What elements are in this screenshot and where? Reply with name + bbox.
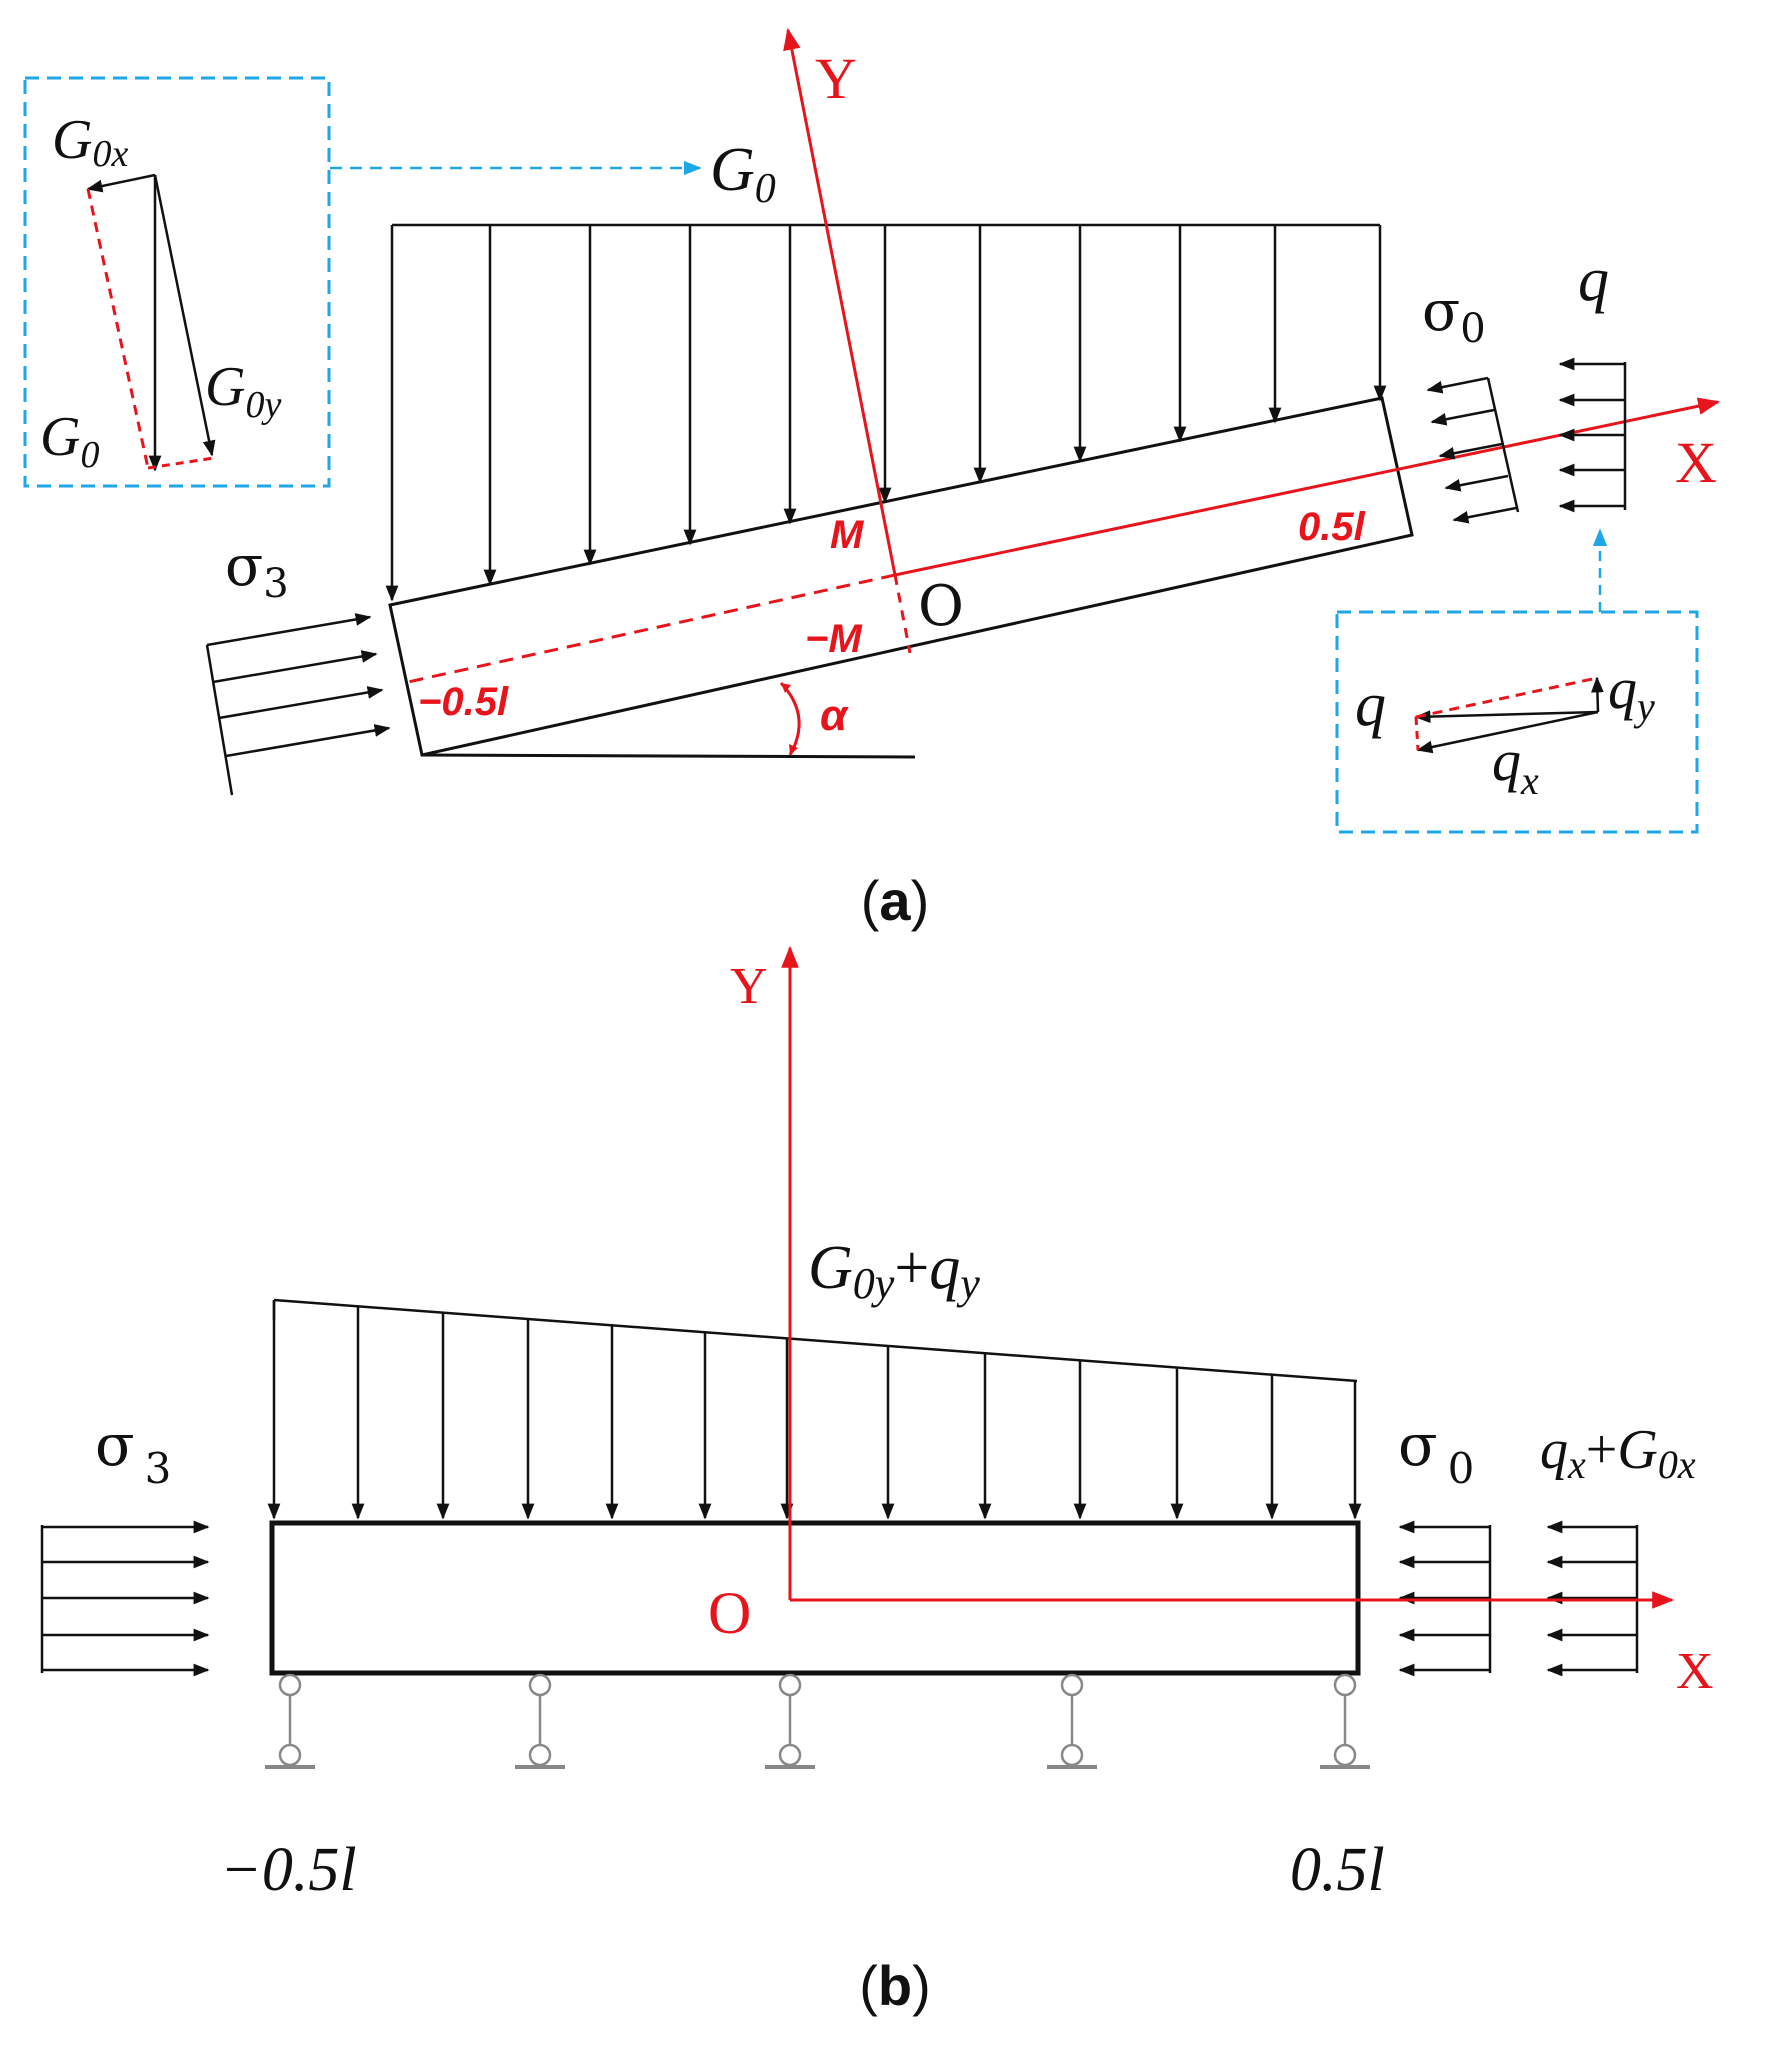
gravity-inset-box — [23, 76, 331, 488]
right-stress-arrows-a — [1426, 376, 1520, 524]
roller-support — [265, 1673, 315, 1769]
stress-arrow — [218, 686, 384, 720]
origin-label-a: O — [918, 574, 964, 639]
stress-arrow — [212, 650, 378, 684]
stress-arrow — [1430, 408, 1495, 426]
axes-b — [781, 945, 1675, 1609]
caption-b: (b) — [859, 1954, 931, 2017]
gravity-decomposition — [86, 173, 216, 472]
horizontal-reference-line — [421, 753, 916, 759]
left-end-label: −0.5l — [220, 1836, 357, 1904]
g0-inset-label: G0 — [40, 406, 99, 476]
q-decomposition — [1414, 676, 1604, 754]
left-stress-arrows-b — [40, 1520, 210, 1677]
horizontal-coal-body — [269, 1520, 1361, 1676]
origin-label-b: O — [708, 1580, 751, 1646]
y-axis-label-b: Y — [730, 958, 768, 1015]
g0y-label: G0y — [205, 356, 281, 426]
neg-half-length-label: −0.5l — [418, 680, 509, 724]
gravity-load-arrows — [385, 223, 1387, 602]
q-inset-box — [1335, 610, 1699, 834]
roller-support — [765, 1673, 815, 1769]
pos-half-length-label: 0.5l — [1298, 505, 1366, 549]
inclined-coal-body — [388, 396, 1414, 757]
stress-arrow — [1452, 506, 1517, 524]
right-load-label-b: qx+G0x — [1540, 1419, 1696, 1487]
x-axis-label-b: X — [1676, 1643, 1714, 1700]
q-inset-label: q — [1355, 671, 1386, 739]
y-axis-line — [783, 27, 897, 576]
right-load-arrows-a — [1558, 357, 1627, 513]
top-load-label-b: G0y+qy — [808, 1234, 980, 1308]
angle-arrowhead-bottom — [789, 744, 798, 755]
right-load-label-a: q — [1578, 246, 1609, 314]
caption-a: (a) — [861, 869, 929, 932]
negative-x-dashed — [407, 573, 896, 684]
angle-alpha-arc — [779, 681, 801, 756]
roller-supports — [265, 1673, 1370, 1769]
right-end-label: 0.5l — [1290, 1836, 1385, 1904]
stress-arrow — [1438, 442, 1503, 460]
left-stress-arrows-a — [205, 613, 391, 796]
point-neg-m-label: −M — [805, 617, 863, 661]
left-stress-label-a: σ3 — [225, 534, 289, 607]
x-axis-line — [894, 397, 1721, 577]
negative-y-dashed — [893, 574, 912, 654]
qy-label: qy — [1608, 656, 1655, 729]
panel-a: G0 Y X O M −M 0.5l −0.5l α σ3 σ0 q G0x G… — [23, 27, 1721, 932]
stress-arrow — [206, 613, 372, 647]
stress-arrow — [225, 724, 391, 758]
top-load-arrows-b — [267, 1298, 1362, 1520]
roller-support — [1320, 1673, 1370, 1769]
gravity-load-label: G0 — [710, 136, 776, 212]
stress-arrow — [1426, 376, 1489, 394]
qx-label: qx — [1492, 728, 1539, 803]
x-axis-label-a: X — [1675, 430, 1717, 495]
g0x-label: G0x — [52, 109, 128, 175]
roller-support — [1047, 1673, 1097, 1769]
roller-support — [515, 1673, 565, 1769]
panel-b: Y X O G0y+qy σ3 σ0 qx+G0x −0.5l 0.5l (b) — [40, 945, 1714, 2017]
right-load-arrows-b — [1546, 1520, 1639, 1677]
angle-alpha-label: α — [820, 691, 849, 740]
angle-arrowhead-top — [781, 683, 791, 693]
y-axis-label-a: Y — [815, 46, 857, 111]
axes-a — [407, 27, 1721, 684]
right-stress-label-a: σ0 — [1422, 279, 1486, 352]
point-m-label: M — [830, 513, 865, 557]
stress-arrow — [1444, 474, 1509, 492]
